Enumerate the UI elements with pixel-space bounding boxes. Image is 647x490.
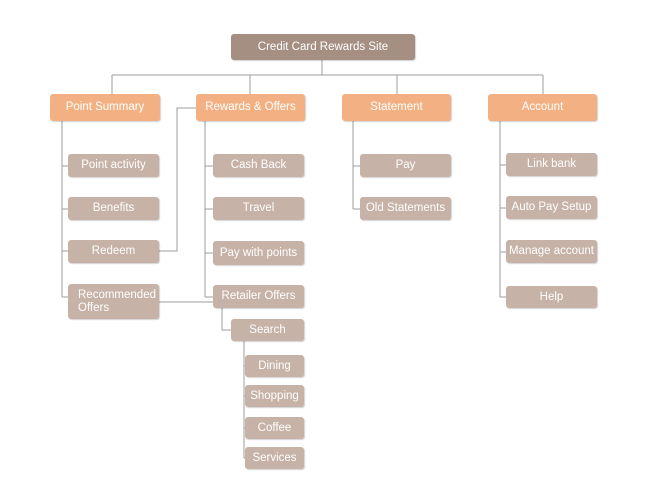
section-account: Account — [488, 94, 597, 121]
node-retailer-offers: Retailer Offers — [213, 285, 304, 308]
connector-retailer-search — [221, 308, 231, 331]
node-coffee: Coffee — [245, 417, 304, 439]
node-dining: Dining — [245, 355, 304, 377]
node-point-activity: Point activity — [68, 154, 159, 177]
node-auto-pay-setup: Auto Pay Setup — [506, 196, 597, 219]
node-shopping: Shopping — [245, 385, 304, 407]
node-manage-account: Manage account — [506, 240, 597, 263]
connector-redeem-to-rewards — [159, 107, 196, 252]
node-help: Help — [506, 286, 597, 308]
section-rewards-offers: Rewards & Offers — [196, 94, 305, 121]
node-pay: Pay — [360, 154, 451, 177]
section-statement: Statement — [342, 94, 451, 121]
node-search: Search — [231, 319, 304, 341]
node-benefits: Benefits — [68, 197, 159, 220]
node-travel: Travel — [213, 197, 304, 220]
section-point-summary: Point Summary — [50, 94, 160, 121]
node-old-statements: Old Statements — [360, 197, 451, 220]
node-pay-with-points: Pay with points — [213, 241, 304, 265]
root-node: Credit Card Rewards Site — [231, 34, 415, 60]
node-link-bank: Link bank — [506, 153, 597, 176]
node-redeem: Redeem — [68, 240, 159, 263]
node-recommended-offers: Recommended Offers — [68, 284, 159, 319]
node-services: Services — [245, 447, 304, 469]
node-cash-back: Cash Back — [213, 154, 304, 177]
